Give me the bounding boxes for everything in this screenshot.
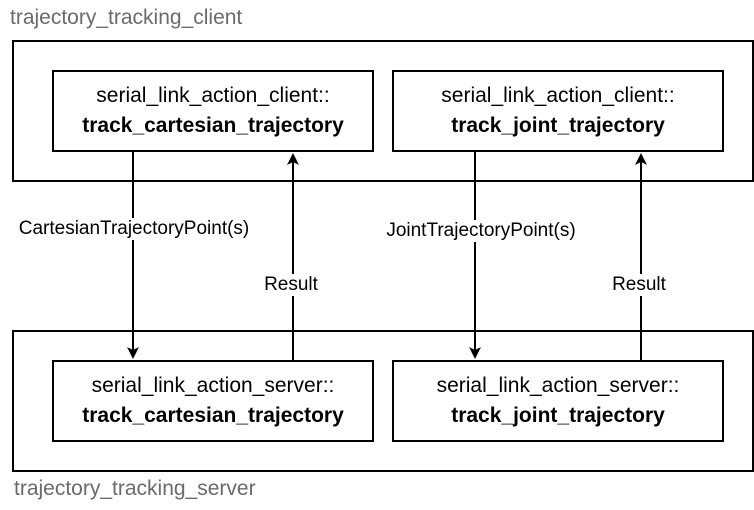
edge-label-cartesian-result: Result <box>263 274 319 296</box>
client-joint-namespace: serial_link_action_client:: <box>441 84 675 107</box>
client-cartesian-namespace: serial_link_action_client:: <box>96 84 330 107</box>
server-cartesian-action: track_cartesian_trajectory <box>82 404 344 427</box>
client-group-label: trajectory_tracking_client <box>10 6 243 29</box>
edge-label-joint-points: JointTrajectoryPoint(s) <box>385 220 577 242</box>
server-cartesian-namespace: serial_link_action_server:: <box>91 374 335 397</box>
server-joint-action: track_joint_trajectory <box>451 404 665 427</box>
server-cartesian-node[interactable]: serial_link_action_server:: track_cartes… <box>52 360 374 442</box>
server-joint-node[interactable]: serial_link_action_server:: track_joint_… <box>392 360 724 442</box>
edge-label-cartesian-points: CartesianTrajectoryPoint(s) <box>17 218 251 240</box>
client-joint-node[interactable]: serial_link_action_client:: track_joint_… <box>392 70 724 152</box>
server-joint-namespace: serial_link_action_server:: <box>436 374 680 397</box>
edge-label-joint-result: Result <box>611 274 667 296</box>
client-cartesian-node[interactable]: serial_link_action_client:: track_cartes… <box>52 70 374 152</box>
client-joint-action: track_joint_trajectory <box>451 114 665 137</box>
server-group-label: trajectory_tracking_server <box>14 477 256 500</box>
client-cartesian-action: track_cartesian_trajectory <box>82 114 344 137</box>
